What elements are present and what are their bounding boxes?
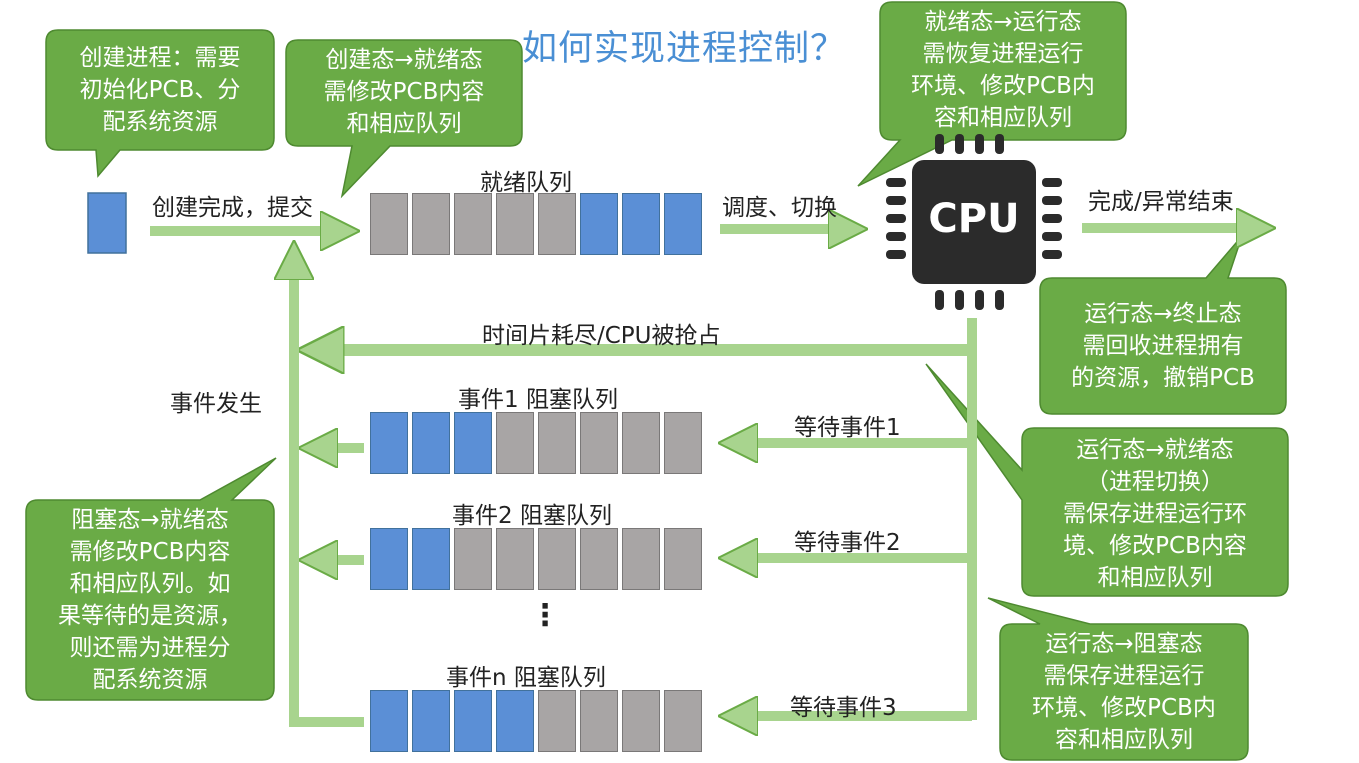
queue-cell-gray — [496, 528, 534, 590]
queue-cell-gray — [580, 412, 618, 474]
callout-ready-to-running-shape — [857, 1, 1127, 187]
queue-cell-blue — [412, 528, 450, 590]
callout-running-to-terminated: 运行态→终止态 需回收进程拥有 的资源，撤销PCB — [1071, 301, 1255, 391]
queue-cell-gray — [664, 412, 702, 474]
cpu-label: CPU — [928, 196, 1020, 242]
queue-cell-gray — [370, 193, 408, 255]
queue-cell-gray — [538, 690, 576, 752]
ellipsis-dots: ⋮ — [530, 598, 560, 633]
label-create-done: 创建完成，提交 — [152, 195, 313, 221]
queue-cell-gray — [622, 412, 660, 474]
callout-create-to-ready: 创建态→就绪态 需修改PCB内容 和相应队列 — [323, 47, 485, 137]
queue-cell-gray — [538, 528, 576, 590]
label-ready-queue: 就绪队列 — [480, 170, 572, 196]
callout-running-to-terminated-shape — [1039, 235, 1287, 415]
queue-cell-blue — [622, 193, 660, 255]
label-wait-event-3: 等待事件3 — [790, 695, 897, 721]
queue-cell-gray — [664, 528, 702, 590]
label-blocked-queue-n: 事件n 阻塞队列 — [446, 665, 606, 691]
label-wait-event-2: 等待事件2 — [794, 530, 901, 556]
new-process-block — [87, 192, 127, 254]
queue-cell-gray — [454, 193, 492, 255]
label-blocked-queue-2: 事件2 阻塞队列 — [452, 503, 612, 529]
label-finish: 完成/异常结束 — [1088, 189, 1234, 215]
callout-create-to-ready-shape — [285, 39, 523, 199]
callout-running-to-ready: 运行态→就绪态 （进程切换） 需保存进程运行环 境、修改PCB内容 和相应队列 — [1063, 437, 1247, 591]
queue-cell-blue — [454, 412, 492, 474]
arrow-blocked-n-to-ready — [294, 248, 364, 727]
queue-cell-gray — [496, 412, 534, 474]
callout-blocked-to-ready: 阻塞态→就绪态 需修改PCB内容 和相应队列。如 果等待的是资源， 则还需为进程… — [58, 507, 242, 693]
queue-cell-blue — [412, 690, 450, 752]
callout-create-process: 创建进程：需要 初始化PCB、分 配系统资源 — [79, 45, 241, 135]
queue-cell-gray — [454, 528, 492, 590]
page-title: 如何实现进程控制？ — [522, 29, 847, 69]
queue-cell-gray — [538, 193, 576, 255]
queue-cell-blue — [580, 193, 618, 255]
label-blocked-queue-1: 事件1 阻塞队列 — [458, 387, 618, 413]
callout-create-process-shape — [45, 29, 275, 178]
queue-cell-gray — [622, 528, 660, 590]
callout-blocked-to-ready-shape — [25, 457, 277, 701]
queue-cell-gray — [496, 193, 534, 255]
callout-ready-to-running: 就绪态→运行态 需恢复进程运行 环境、修改PCB内 容和相应队列 — [911, 9, 1095, 131]
label-wait-event-1: 等待事件1 — [794, 415, 901, 441]
queue-cell-blue — [370, 690, 408, 752]
queue-cell-blue — [370, 528, 408, 590]
queue-cell-gray — [664, 690, 702, 752]
queue-cell-blue — [370, 412, 408, 474]
queue-cell-gray — [580, 690, 618, 752]
cpu-chip-icon — [886, 134, 1062, 310]
queue-cell-blue — [412, 412, 450, 474]
queue-cell-gray — [622, 690, 660, 752]
callout-running-to-blocked: 运行态→阻塞态 需保存进程运行 环境、修改PCB内 容和相应队列 — [1032, 631, 1216, 753]
queue-cell-blue — [496, 690, 534, 752]
label-timeslice: 时间片耗尽/CPU被抢占 — [482, 323, 721, 349]
label-event-occur: 事件发生 — [170, 391, 262, 417]
queue-cell-gray — [580, 528, 618, 590]
queue-cell-blue — [454, 690, 492, 752]
queue-cell-gray — [538, 412, 576, 474]
queue-cell-gray — [412, 193, 450, 255]
callout-running-to-blocked-shape — [987, 597, 1249, 761]
queue-cell-blue — [664, 193, 702, 255]
label-schedule: 调度、切换 — [722, 195, 837, 221]
callout-running-to-ready-shape — [925, 363, 1289, 597]
